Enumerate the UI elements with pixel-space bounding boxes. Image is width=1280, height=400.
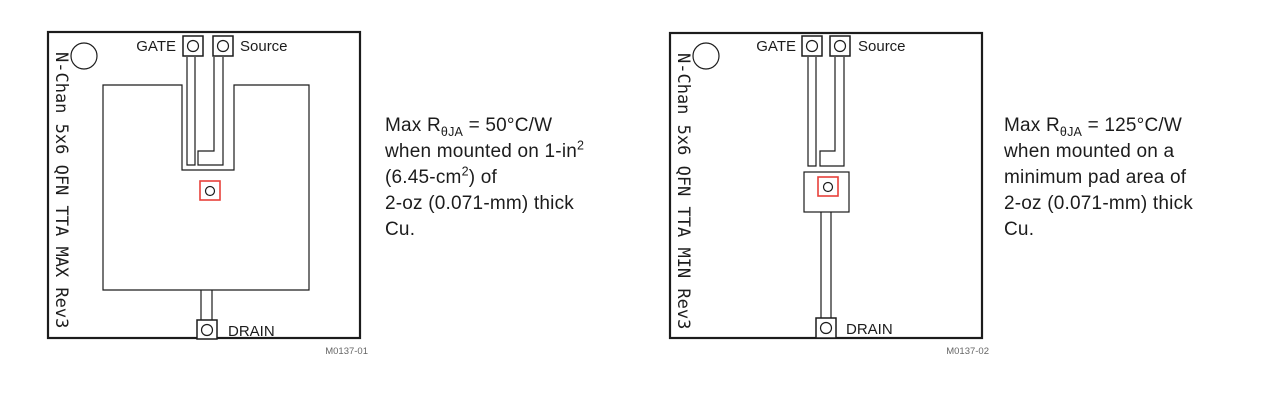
gate-pad bbox=[182, 35, 204, 57]
pcb-board-max: N-Chan 5x6 QFN TTA MAX Rev3 GATE Source … bbox=[46, 30, 368, 357]
thermal-via-hole-icon bbox=[822, 181, 834, 193]
note-line: 2-oz (0.071-mm) thick bbox=[385, 193, 574, 214]
thermal-via-hole-icon bbox=[204, 185, 216, 197]
drain-trace bbox=[200, 290, 213, 320]
gate-label: GATE bbox=[136, 38, 176, 55]
figure-number: M0137-02 bbox=[946, 346, 989, 357]
drain-trace bbox=[820, 212, 832, 318]
thermal-via-marker bbox=[199, 180, 221, 201]
note-line: when mounted on 1-in2 bbox=[385, 138, 585, 162]
drain-pad bbox=[815, 317, 837, 339]
figure-number: M0137-01 bbox=[325, 346, 368, 357]
gate-trace bbox=[807, 57, 817, 167]
gate-pad bbox=[801, 35, 823, 57]
source-pad bbox=[212, 35, 234, 57]
gate-label: GATE bbox=[756, 38, 796, 55]
mounting-hole-icon bbox=[70, 42, 98, 70]
gate-pad-hole-icon bbox=[805, 39, 819, 53]
minimum-copper-pad-area bbox=[803, 171, 850, 213]
drain-pad-hole-icon bbox=[200, 323, 214, 337]
source-label: Source bbox=[240, 38, 288, 55]
drain-label: DRAIN bbox=[846, 321, 893, 338]
note-line: Max RθJA = 125°C/W bbox=[1004, 115, 1182, 139]
gate-trace bbox=[186, 57, 196, 166]
thermal-via-marker bbox=[817, 176, 839, 197]
note-line: Cu. bbox=[385, 219, 416, 240]
drain-pad-hole-icon bbox=[819, 321, 833, 335]
pcb-board-min: N-Chan 5x6 QFN TTA MIN Rev3 GATE Source … bbox=[668, 31, 989, 357]
note-line: Cu. bbox=[1004, 219, 1035, 240]
gate-pad-hole-icon bbox=[186, 39, 200, 53]
mounting-hole-icon bbox=[692, 42, 720, 70]
source-pad-hole-icon bbox=[833, 39, 847, 53]
copper-pour-area bbox=[102, 84, 310, 291]
source-pad-hole-icon bbox=[216, 39, 230, 53]
note-line: when mounted on a bbox=[1004, 141, 1175, 162]
note-line: (6.45-cm2) of bbox=[385, 164, 497, 188]
note-line: Max RθJA = 50°C/W bbox=[385, 115, 553, 139]
source-pad bbox=[829, 35, 851, 57]
board-id-vertical-text: N-Chan 5x6 QFN TTA MIN Rev3 bbox=[673, 53, 693, 329]
note-line: 2-oz (0.071-mm) thick bbox=[1004, 193, 1193, 214]
source-trace bbox=[819, 57, 845, 167]
source-trace bbox=[197, 57, 224, 166]
note-line: minimum pad area of bbox=[1004, 167, 1187, 188]
source-label: Source bbox=[858, 38, 906, 55]
board-id-vertical-text: N-Chan 5x6 QFN TTA MAX Rev3 bbox=[51, 52, 71, 328]
drain-label: DRAIN bbox=[228, 323, 275, 340]
drain-pad bbox=[196, 319, 218, 340]
